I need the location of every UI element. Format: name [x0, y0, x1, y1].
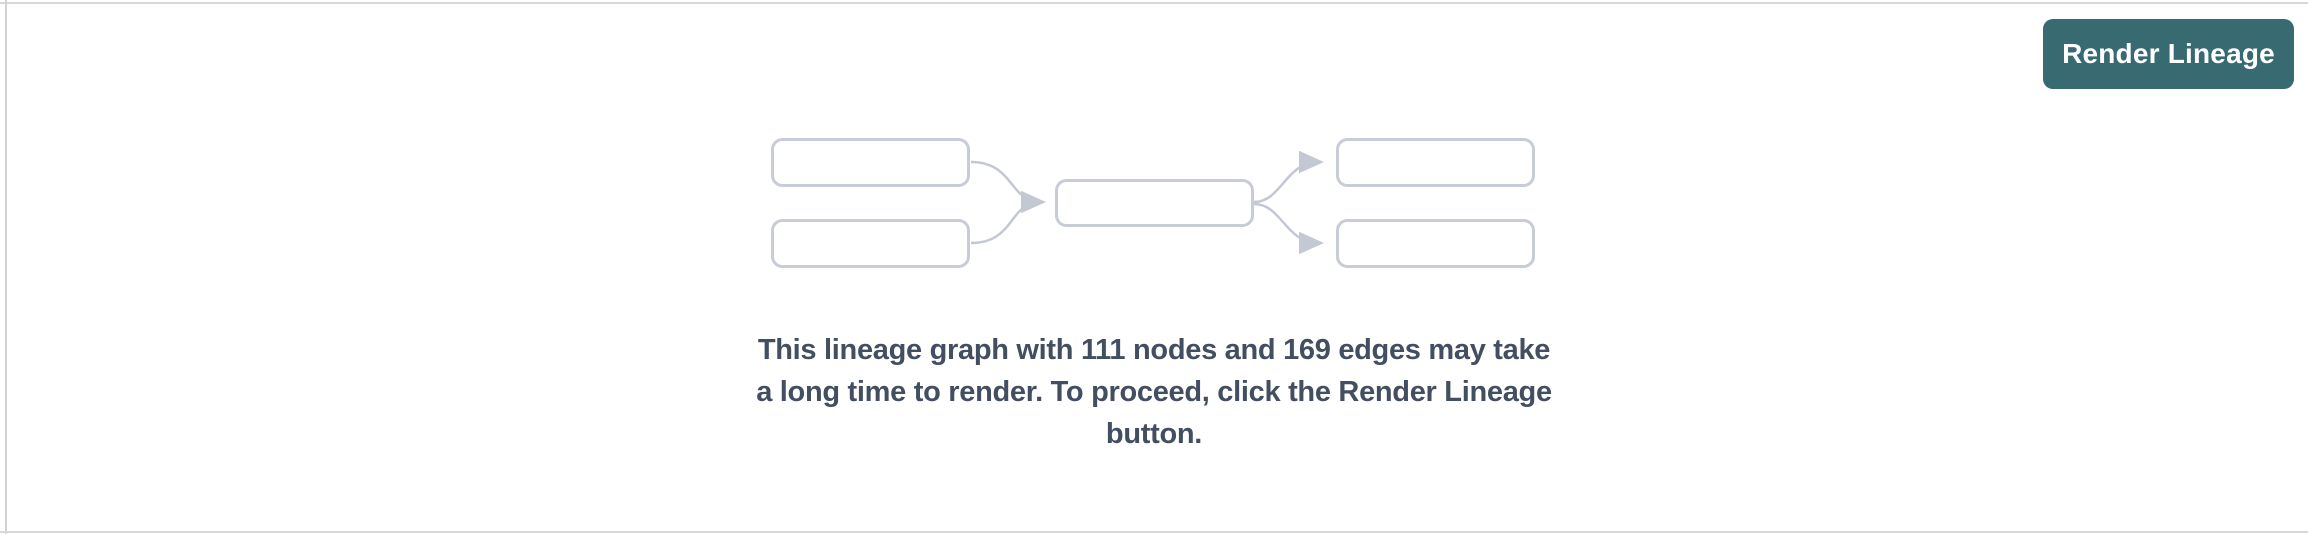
- node-middle: [1055, 179, 1254, 227]
- lineage-warning-message: This lineage graph with 111 nodes and 16…: [756, 329, 1552, 455]
- node-left-top: [771, 138, 970, 187]
- edge-right-bottom: [1253, 202, 1324, 255]
- panel-bottom-border: [0, 531, 2308, 533]
- message-line-2: a long time to render. To proceed, click…: [756, 376, 1552, 408]
- edge-left-bottom: [970, 202, 1038, 245]
- edge-left-top: [970, 160, 1046, 214]
- panel-top-border: [0, 2, 2308, 4]
- edge-right-top: [1253, 150, 1324, 204]
- node-right-top: [1336, 138, 1535, 187]
- node-left-bottom: [771, 219, 970, 268]
- panel-left-border: [5, 0, 7, 534]
- message-line-3: button.: [1105, 418, 1203, 450]
- node-right-bottom: [1336, 219, 1535, 268]
- message-line-1: This lineage graph with 111 nodes and 16…: [757, 334, 1551, 366]
- lineage-graph-placeholder-illustration: [771, 138, 1535, 268]
- render-lineage-button[interactable]: Render Lineage: [2043, 19, 2294, 89]
- lineage-empty-state: This lineage graph with 111 nodes and 16…: [0, 135, 2308, 455]
